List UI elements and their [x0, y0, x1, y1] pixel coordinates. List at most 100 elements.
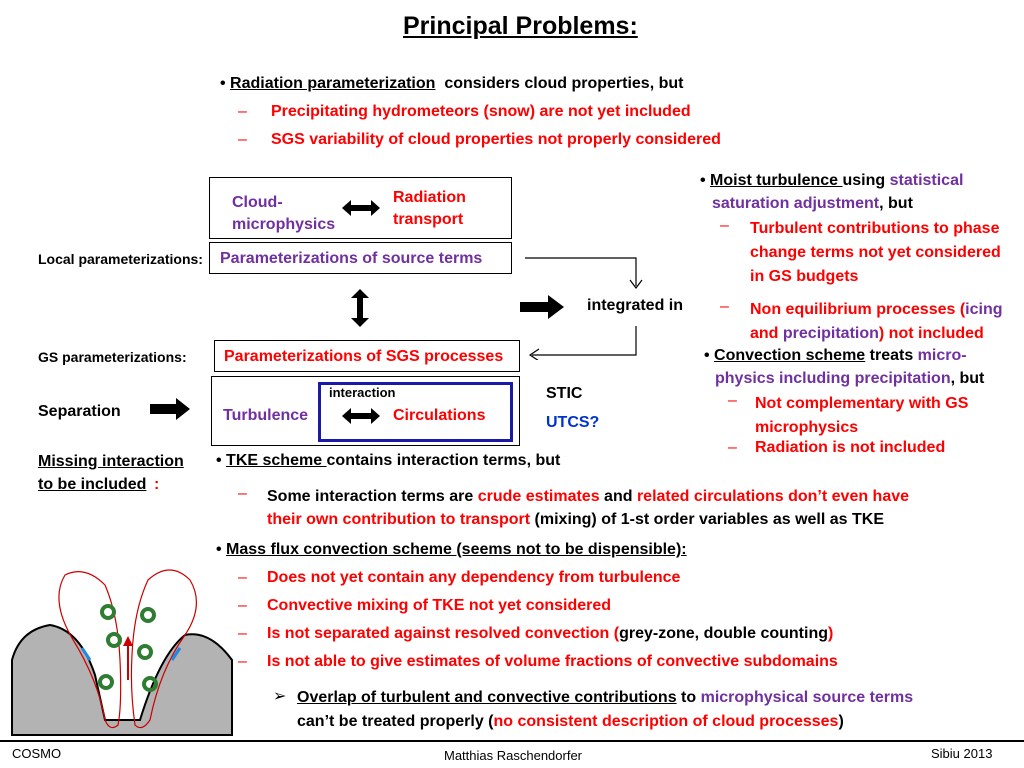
overlap-msterms: microphysical source terms: [700, 689, 914, 706]
moist-but: , but: [879, 195, 913, 212]
dash-marker: –: [238, 569, 247, 586]
convection-treats: treats: [865, 347, 918, 364]
overlap-item: Overlap of turbulent and convective cont…: [297, 686, 913, 734]
footer-divider: [0, 740, 1024, 742]
massflux-item-3-a: Is not separated against resolved convec…: [267, 625, 620, 642]
mountain-shape: [11, 623, 233, 736]
page-title: Principal Problems:: [403, 12, 638, 40]
dash-marker: –: [728, 392, 737, 409]
dash-marker: –: [238, 485, 247, 502]
convection-label: Convection scheme: [714, 347, 866, 364]
footer-left: COSMO: [12, 746, 62, 761]
tke-line2-a: their own contribution to transport: [267, 511, 531, 528]
circulations-label: Circulations: [393, 407, 486, 424]
dash-marker: –: [238, 131, 247, 148]
missing-interaction-colon: :: [154, 476, 160, 493]
dash-marker: –: [728, 439, 737, 456]
tke-label: TKE scheme: [226, 452, 327, 469]
right-arrow-icon: [520, 295, 564, 319]
updraft-cell-left: [58, 571, 122, 729]
massflux-item-1: Does not yet contain any dependency from…: [267, 569, 681, 586]
convection-item-1: Not complementary with GS microphysics: [755, 395, 969, 436]
moist-item-2: Non equilibrium processes (icing and pre…: [750, 298, 1003, 346]
moist-item-2-precip: precipitation: [782, 325, 879, 342]
overlap-line2-b: no consistent description of cloud proce…: [493, 713, 839, 730]
tke-bullet: • TKE scheme contains interaction terms,…: [216, 452, 561, 469]
radiation-transport-label: Radiation transport: [393, 189, 466, 228]
convection-item-2: Radiation is not included: [755, 439, 946, 456]
stic-label: STIC: [546, 385, 583, 402]
convection-illustration: [11, 569, 233, 736]
cloud-droplets: [98, 604, 158, 692]
convection-but: , but: [950, 370, 985, 387]
updraft-arrow-head: [123, 636, 133, 646]
dash-marker: –: [238, 103, 247, 120]
dash-marker: –: [238, 625, 247, 642]
tke-line1-b: crude estimates: [477, 488, 600, 505]
convection-bullet: • Convection scheme treats micro- physic…: [704, 347, 985, 387]
tke-line2-b: (mixing) of 1-st order variables as well…: [530, 511, 884, 528]
moist-label: Moist turbulence: [710, 172, 843, 189]
moist-item-1: Turbulent contributions to phase change …: [750, 220, 1001, 285]
right-arrow-icon: [150, 398, 190, 420]
local-parameterizations-label: Local parameterizations:: [38, 251, 203, 267]
radiation-bullet: • Radiation parameterization considers c…: [220, 75, 684, 92]
double-arrow-icon: [342, 200, 380, 216]
interaction-label: interaction: [329, 385, 396, 400]
turbulence-circulations-box: [211, 376, 520, 446]
dash-marker: –: [238, 597, 247, 614]
convection-micro-2: physics including precipitation: [715, 370, 951, 387]
dash-marker: –: [238, 653, 247, 670]
moist-stat-sat-line2: saturation adjustment: [712, 195, 880, 212]
radiation-rest: considers cloud properties, but: [444, 75, 684, 92]
moist-stat-sat-line1: statistical: [889, 172, 964, 189]
utcs-label: UTCS?: [546, 414, 600, 431]
massflux-item-3-c: ): [828, 625, 834, 642]
integrated-in-label: integrated in: [587, 297, 684, 314]
moist-item-2-icing: icing: [965, 301, 1003, 318]
footer-right: Sibiu 2013: [931, 746, 993, 761]
radiation-item-2: SGS variability of cloud properties not …: [271, 131, 721, 148]
tke-line1-c: and: [599, 488, 637, 505]
moist-item-2-a: Non equilibrium processes (: [750, 301, 966, 318]
massflux-item-3-b: grey-zone, double counting: [619, 625, 828, 642]
sgs-processes-label: Parameterizations of SGS processes: [224, 348, 504, 365]
missing-interaction: Missing interaction to be included:: [38, 450, 184, 496]
tke-line1-a: Some interaction terms are: [267, 488, 478, 505]
sgs-processes-box: [214, 340, 520, 372]
arrow-bullet-icon: ➢: [273, 688, 287, 705]
downdraft-arrow-right: [170, 647, 182, 661]
moist-item-2-and: and: [750, 325, 783, 342]
separation-label: Separation: [38, 403, 121, 420]
overlap-label: Overlap of turbulent and convective cont…: [297, 689, 677, 706]
overlap-to: to: [676, 689, 701, 706]
source-terms-box: [209, 242, 512, 274]
massflux-item-4: Is not able to give estimates of volume …: [267, 653, 838, 670]
overlap-line2-a: can’t be treated properly (: [297, 713, 494, 730]
massflux-item-2: Convective mixing of TKE not yet conside…: [267, 597, 612, 614]
source-terms-label: Parameterizations of source terms: [220, 250, 483, 267]
moist-item-2-e: ) not included: [878, 325, 984, 342]
massflux-bullet: • Mass flux convection scheme (seems not…: [216, 541, 687, 558]
updraft-cell-right: [130, 569, 197, 729]
overlap-line2-c: ): [838, 713, 844, 730]
dash-marker: –: [720, 217, 729, 234]
connector-arrows: [525, 257, 643, 360]
tke-rest: contains interaction terms, but: [326, 452, 561, 469]
vertical-double-arrow-icon: [351, 289, 369, 327]
missing-interaction-label: Missing interaction to be included: [38, 453, 184, 493]
turbulence-label: Turbulence: [223, 407, 309, 424]
double-arrow-icon: [342, 408, 380, 424]
convection-micro-1: micro-: [917, 347, 967, 364]
moist-turbulence-bullet: • Moist turbulence using statistical sat…: [700, 172, 964, 212]
radiation-label: Radiation parameterization: [230, 75, 436, 92]
gs-parameterizations-label: GS parameterizations:: [38, 349, 187, 365]
massflux-item-3: Is not separated against resolved convec…: [267, 625, 833, 643]
downdraft-arrow-left: [80, 647, 92, 661]
radiation-item-1: Precipitating hydrometeors (snow) are no…: [271, 103, 691, 120]
dash-marker: –: [720, 298, 729, 315]
moist-using: using: [842, 172, 890, 189]
tke-item: Some interaction terms are crude estimat…: [267, 485, 909, 531]
interaction-frame: [318, 382, 513, 442]
cloud-microphysics-label: Cloud- microphysics: [232, 194, 336, 233]
